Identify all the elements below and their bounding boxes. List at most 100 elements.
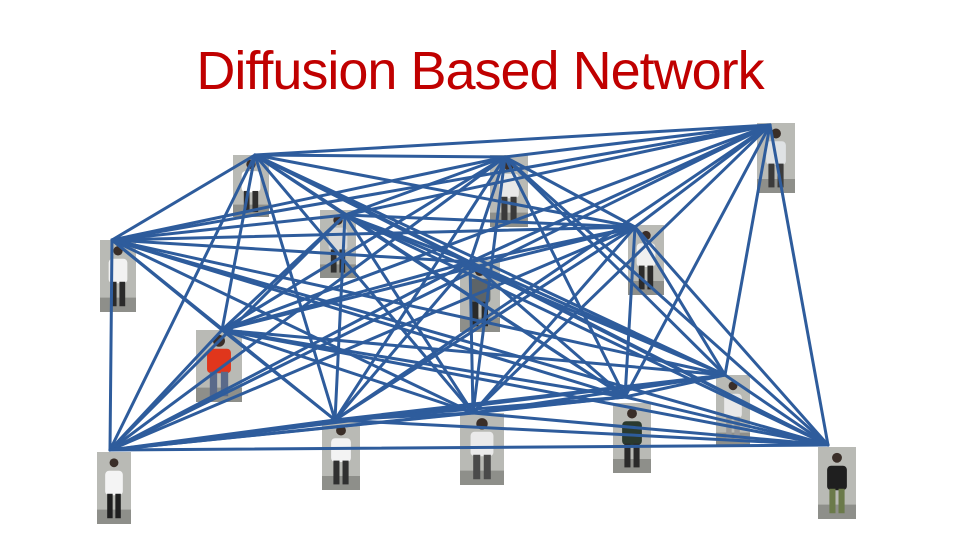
edge-7-14 bbox=[468, 260, 830, 447]
edge-3-4 bbox=[110, 123, 772, 242]
edge-1-8 bbox=[220, 153, 257, 332]
person-8-right-leg bbox=[220, 371, 229, 397]
edge-5-14 bbox=[343, 213, 830, 447]
person-9-left-leg bbox=[107, 493, 113, 519]
edge-3-9 bbox=[108, 123, 772, 452]
person-14-shirt bbox=[827, 465, 847, 491]
edge-2-7 bbox=[468, 155, 507, 264]
edge-4-12 bbox=[110, 238, 627, 399]
edge-1-3 bbox=[253, 123, 772, 157]
edge-1-9 bbox=[108, 153, 257, 452]
edge-9-14 bbox=[108, 443, 830, 452]
person-6-right-leg bbox=[647, 265, 654, 290]
edge-4-9 bbox=[108, 238, 114, 452]
edge-1-10 bbox=[253, 153, 337, 422]
edge-11-13 bbox=[471, 373, 727, 415]
edge-12-13 bbox=[623, 373, 727, 399]
person-2-right-leg bbox=[510, 196, 517, 222]
edge-6-13 bbox=[633, 225, 727, 377]
edge-10-14 bbox=[333, 418, 830, 447]
person-8-shirt bbox=[207, 348, 231, 374]
person-9-photo-ground bbox=[97, 509, 131, 524]
person-4-right-leg bbox=[119, 281, 126, 307]
person-4-left-leg bbox=[110, 281, 117, 307]
person-11-photo-ground bbox=[460, 470, 504, 485]
edge-7-12 bbox=[468, 260, 627, 399]
person-13-left-leg bbox=[726, 416, 732, 442]
person-12-left-leg bbox=[624, 443, 631, 468]
edge-8-11 bbox=[220, 328, 475, 415]
edge-10-13 bbox=[333, 373, 727, 422]
person-14-photo-ground bbox=[818, 504, 856, 519]
edge-5-11 bbox=[343, 213, 475, 415]
edge-8-13 bbox=[220, 328, 727, 377]
edge-2-13 bbox=[503, 155, 727, 377]
person-11-left-leg bbox=[473, 454, 481, 480]
person-14-head bbox=[832, 452, 842, 463]
edge-3-10 bbox=[333, 123, 772, 422]
edge-7-8 bbox=[220, 260, 472, 332]
person-9-right-leg bbox=[115, 493, 121, 519]
edge-8-10 bbox=[220, 328, 337, 422]
person-10-right-leg bbox=[342, 460, 349, 485]
edge-6-10 bbox=[333, 225, 637, 422]
edge-12-14 bbox=[623, 395, 830, 447]
person-4-shirt bbox=[108, 258, 128, 284]
person-10-photo-ground bbox=[322, 476, 360, 490]
edge-4-5 bbox=[110, 213, 347, 242]
person-7-left-leg bbox=[472, 301, 479, 327]
person-3-left-leg bbox=[768, 163, 775, 188]
edge-8-12 bbox=[220, 328, 627, 399]
edge-6-12 bbox=[623, 225, 637, 399]
edge-7-9 bbox=[108, 260, 472, 452]
edge-5-6 bbox=[343, 213, 637, 229]
person-11-shirt bbox=[470, 431, 494, 457]
edge-1-2 bbox=[253, 153, 507, 159]
person-9-thumbnail bbox=[97, 452, 131, 524]
person-10-left-leg bbox=[333, 460, 340, 485]
edge-4-14 bbox=[110, 238, 830, 447]
edge-2-3 bbox=[503, 123, 772, 159]
person-9-head bbox=[109, 458, 119, 468]
edge-5-10 bbox=[333, 213, 347, 422]
person-11-right-leg bbox=[483, 454, 491, 480]
edge-6-9 bbox=[108, 225, 637, 452]
edge-1-4 bbox=[110, 153, 257, 242]
person-4-photo-ground bbox=[100, 297, 136, 312]
edge-2-4 bbox=[110, 155, 507, 242]
edges bbox=[108, 123, 830, 452]
edge-11-14 bbox=[471, 411, 830, 447]
slide-title: Diffusion Based Network bbox=[196, 41, 764, 101]
edge-3-8 bbox=[220, 123, 772, 332]
person-12-thumbnail bbox=[613, 403, 651, 473]
person-12-head bbox=[627, 408, 637, 419]
edge-7-10 bbox=[333, 260, 472, 422]
person-12-photo-ground bbox=[613, 459, 651, 473]
edge-3-5 bbox=[343, 123, 772, 217]
person-14-left-leg bbox=[829, 488, 836, 514]
edge-6-8 bbox=[220, 225, 637, 332]
edge-4-13 bbox=[110, 238, 727, 377]
person-12-right-leg bbox=[633, 443, 640, 468]
edge-7-11 bbox=[468, 260, 475, 415]
person-14-right-leg bbox=[838, 488, 845, 514]
edge-8-14 bbox=[220, 328, 830, 447]
person-10-shirt bbox=[331, 438, 351, 462]
edge-3-12 bbox=[623, 123, 772, 399]
edge-2-12 bbox=[503, 155, 627, 399]
edge-4-11 bbox=[110, 238, 475, 415]
person-3-photo-ground bbox=[757, 179, 795, 193]
person-14-thumbnail bbox=[818, 447, 856, 519]
edge-3-13 bbox=[723, 123, 772, 377]
person-3-head bbox=[771, 128, 781, 139]
person-10-thumbnail bbox=[322, 420, 360, 490]
edge-7-13 bbox=[468, 260, 727, 377]
edge-5-12 bbox=[343, 213, 627, 399]
edge-3-7 bbox=[468, 123, 772, 264]
edge-8-9 bbox=[108, 328, 224, 452]
person-2-left-leg bbox=[501, 196, 508, 222]
person-4-thumbnail bbox=[100, 240, 136, 312]
edge-13-14 bbox=[723, 373, 830, 447]
edge-3-14 bbox=[768, 123, 830, 447]
